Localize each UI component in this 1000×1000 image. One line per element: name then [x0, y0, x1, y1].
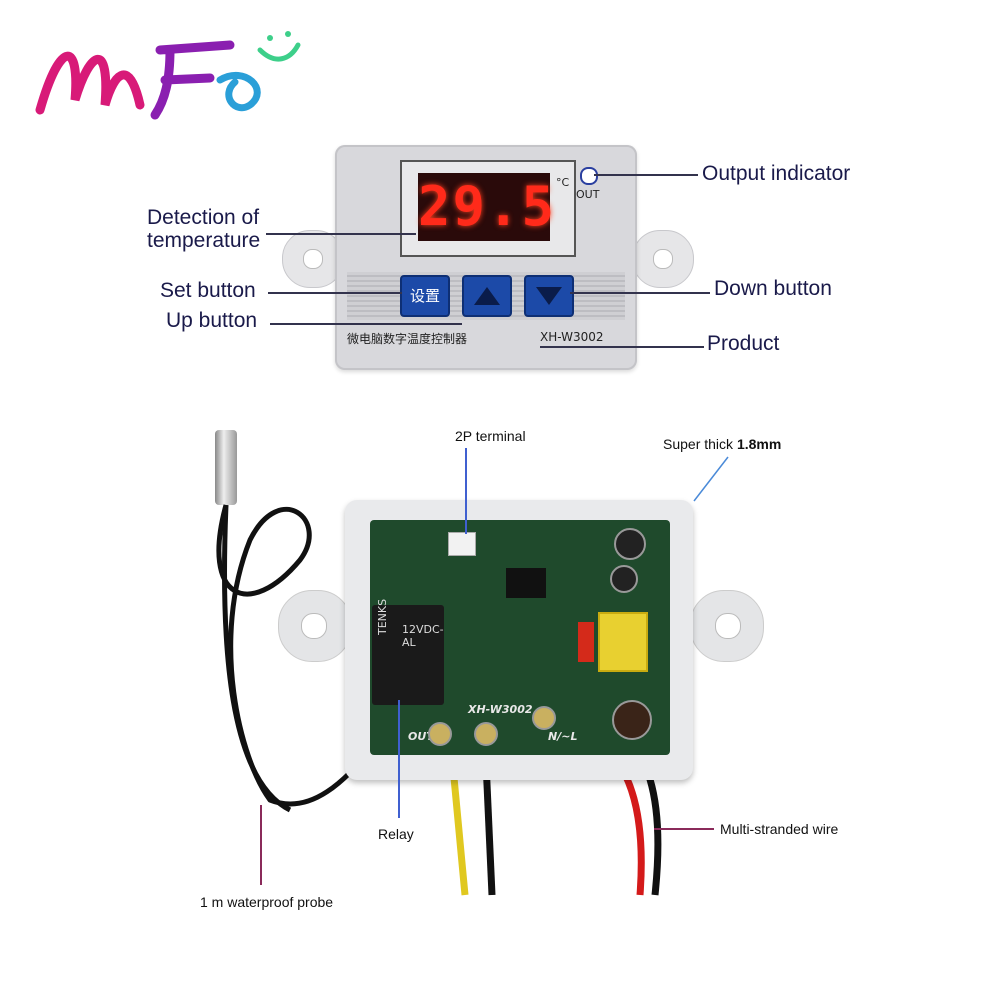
panel-mount-ear-right — [632, 230, 694, 288]
leader-line-terminal — [465, 448, 467, 534]
relay-rating: 12VDC-AL — [402, 623, 444, 649]
leader-line-product — [540, 346, 704, 348]
terminal-out-label: OUT — [408, 730, 434, 743]
screw-terminal-3 — [532, 706, 556, 730]
label-down-button: Down button — [714, 277, 832, 300]
leader-line-relay — [398, 700, 400, 818]
label-detection-line1: Detection of — [147, 206, 260, 229]
leader-line-probe — [260, 805, 262, 885]
brand-logo — [35, 31, 301, 120]
unit-label: °C — [556, 176, 570, 189]
leader-line-detection — [266, 233, 416, 235]
capacitor-2 — [610, 565, 638, 593]
label-product: Product — [707, 332, 780, 355]
label-waterproof-probe: 1 m waterproof probe — [200, 894, 334, 910]
down-key[interactable] — [524, 275, 574, 317]
temperature-display: 29.5 — [418, 173, 554, 241]
transformer-component — [598, 612, 648, 672]
screw-terminal-2 — [474, 722, 498, 746]
label-up-button: Up button — [166, 309, 258, 332]
label-relay: Relay — [378, 826, 414, 842]
up-key[interactable] — [462, 275, 512, 317]
panel-mount-ear-left — [282, 230, 344, 288]
leader-line-wire — [654, 828, 714, 830]
leader-line-down — [570, 292, 710, 294]
relay-brand: TENKS — [376, 598, 389, 635]
box-mount-ear-right — [690, 590, 764, 662]
label-detection-line2: temperature — [147, 229, 261, 252]
leader-line-up — [270, 323, 462, 325]
label-multi-stranded-wire: Multi-stranded wire — [720, 821, 839, 837]
set-key[interactable]: 设置 — [400, 275, 450, 317]
label-2p-terminal: 2P terminal — [455, 428, 526, 444]
relay-component: TENKS 12VDC-AL — [372, 599, 444, 705]
capacitor-1 — [614, 528, 646, 560]
product-model: XH-W3002 — [540, 330, 604, 344]
leader-line-output — [594, 174, 698, 176]
chip-component — [506, 568, 546, 598]
out-label: OUT — [576, 188, 600, 201]
box-mount-ear-left — [278, 590, 352, 662]
two-pin-terminal — [448, 532, 476, 556]
capacitor-3 — [612, 700, 652, 740]
label-thickness-prefix: Super thick — [663, 436, 737, 452]
arrow-up-icon — [474, 287, 500, 305]
product-chinese-name: 微电脑数字温度控制器 — [347, 332, 468, 346]
label-set-button: Set button — [160, 279, 256, 302]
board-model-label: XH-W3002 — [468, 703, 533, 716]
terminal-nl-label: N/~L — [548, 730, 578, 743]
screw-terminal-1 — [428, 722, 452, 746]
leader-line-thickness — [693, 456, 729, 502]
arrow-down-icon — [536, 287, 562, 305]
output-indicator-led — [580, 167, 598, 185]
probe-tip — [215, 430, 237, 505]
label-output-indicator: Output indicator — [702, 162, 851, 185]
leader-line-set — [268, 292, 402, 294]
label-thickness-value: 1.8mm — [736, 436, 782, 452]
red-component — [578, 622, 594, 662]
label-thickness: Super thick 1.8mm — [663, 436, 781, 452]
